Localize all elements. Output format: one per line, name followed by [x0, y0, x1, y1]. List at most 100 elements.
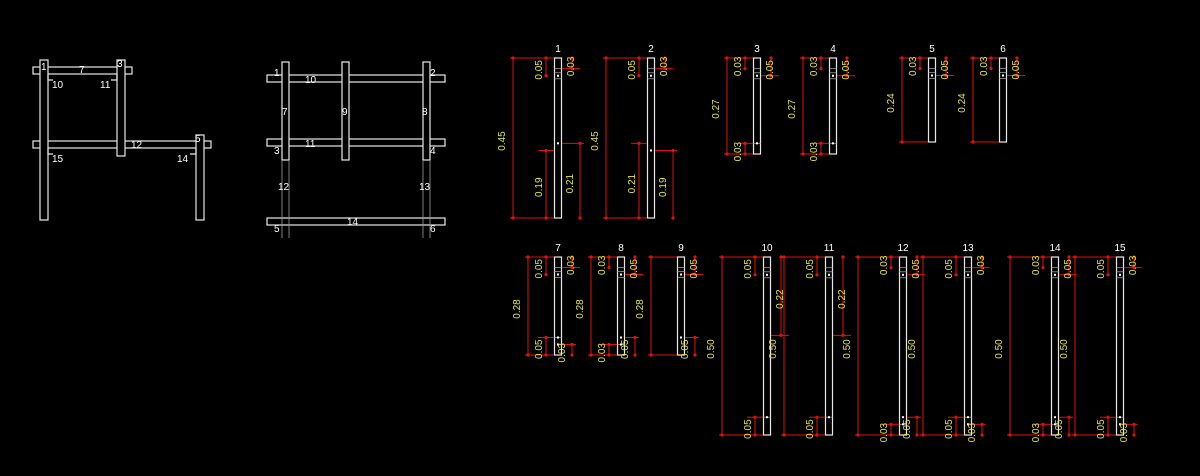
part-4-dim-right-top-tick: [845, 56, 849, 60]
part-8-hole: [620, 273, 622, 276]
part-12-dim-right-bottom-tick: [915, 415, 919, 419]
part-5-length-dim-tick: [900, 140, 904, 144]
part-7-dim-right-bottom-text: 0.03: [557, 343, 568, 363]
part-11-length-dim-text: 0.50: [768, 339, 779, 359]
part-13-number: 13: [962, 243, 974, 254]
part-7-length-dim-tick: [526, 353, 530, 357]
part-6-length-dim-tick: [971, 56, 975, 60]
part-5-length-dim-tick: [900, 56, 904, 60]
part-14-bar: [1050, 256, 1060, 436]
part-12-length-dim-tick: [856, 433, 860, 437]
part-5-length-dim-text: 0.24: [886, 93, 897, 113]
front-label: 13: [419, 182, 431, 193]
part-3-dim-left-top-tick: [743, 56, 747, 60]
part-2-dim-left-top-tick: [637, 74, 641, 78]
part-3-bar: [752, 57, 762, 155]
part-13-dim-left-top-text: 0.05: [944, 259, 955, 279]
part-5-hole: [931, 74, 933, 77]
part-4-hole: [832, 142, 834, 145]
part-8-dim-left-bottom-tick: [607, 342, 611, 347]
front-label: 9: [342, 107, 348, 118]
part-1-dim-left-bottom-tick: [544, 148, 548, 153]
part-7-dim-left-top-text: 0.05: [534, 259, 545, 279]
part-6-dim-right-top-text: 0.05: [1011, 60, 1022, 80]
part-10-dim-left-top-text: 0.05: [743, 259, 754, 279]
part-11-dim-left-top-text: 0.05: [805, 259, 816, 279]
part-4-length-dim-tick: [801, 56, 805, 60]
part-13-hole: [967, 423, 969, 426]
part-11-dim-left-bottom-tick: [815, 433, 819, 437]
part-12-number: 12: [897, 243, 909, 254]
part-1-dim-right-bottom-tick: [578, 216, 582, 220]
part-13-length-dim-text: 0.50: [907, 339, 918, 359]
part-13-hole: [967, 273, 969, 276]
part-5-dim-left-top-tick: [918, 56, 922, 60]
front-label: 7: [282, 107, 288, 118]
part-1-number: 1: [555, 44, 561, 55]
part-2-hole: [650, 149, 652, 152]
part-12-bar: [898, 256, 908, 436]
part-11-dim-right-top-text: 0.22: [837, 289, 848, 309]
part-8-hole: [620, 336, 622, 339]
part-1-dim-right-bottom-text: 0.21: [565, 173, 576, 193]
side-label: 7: [79, 65, 85, 76]
part-13-dim-right-bottom-text: 0.03: [967, 422, 978, 442]
part-15-dim-right-bottom-tick: [1132, 422, 1136, 426]
part-4-dim-left-top-text: 0.03: [809, 56, 820, 76]
front-leg-13: [422, 160, 431, 238]
side-post-3: [116, 59, 126, 157]
part-10-hole: [766, 416, 768, 419]
front-label: 12: [278, 182, 290, 193]
part-4-dim-left-top-tick: [819, 67, 823, 71]
part-11-length-dim-tick: [782, 433, 786, 437]
part-8-dim-left-top-tick: [607, 255, 611, 259]
part-7-dim-right-top-tick: [570, 265, 574, 270]
part-14-dim-right-bottom-tick: [1067, 415, 1071, 419]
part-2-hole: [650, 74, 652, 77]
part-14-dim-left-top-text: 0.03: [1031, 255, 1042, 275]
part-6-number: 6: [1000, 44, 1006, 55]
part-3-dim-left-top-text: 0.03: [733, 56, 744, 76]
part-7-dim-left-bottom-tick: [544, 335, 548, 340]
part-15-dim-left-top-tick: [1106, 255, 1110, 259]
part-15-dim-right-top-tick: [1132, 266, 1136, 270]
part-6-hole: [1002, 74, 1004, 77]
part-7-dim-right-bottom-tick: [570, 342, 574, 347]
part-8-dim-right-bottom-tick: [633, 335, 637, 340]
part-2-dim-right-top-tick: [663, 67, 667, 71]
part-1-dim-left-top-tick: [544, 74, 548, 78]
part-7-dim-left-top-tick: [544, 255, 548, 259]
part-13-dim-left-top-tick: [954, 255, 958, 259]
part-9-number: 9: [678, 243, 684, 254]
part-13-dim-right-top-tick: [980, 266, 984, 270]
side-label: 5: [195, 134, 201, 145]
part-1-dim-left-top-text: 0.05: [534, 60, 545, 80]
part-9-dim-right-bottom-tick: [693, 335, 697, 340]
part-12-hole: [902, 423, 904, 426]
part-15-dim-left-bottom-text: 0.05: [1096, 419, 1107, 439]
part-7-hole: [557, 273, 559, 276]
part-13-dim-right-top-tick: [980, 255, 984, 259]
part-5-bar: [927, 57, 937, 143]
part-4-hole: [832, 74, 834, 77]
part-7-dim-right-top-tick: [570, 255, 574, 259]
part-9-dim-right-top-tick: [693, 272, 697, 277]
part-5-dim-right-top-tick: [944, 73, 948, 78]
part-14-number: 14: [1049, 243, 1061, 254]
part-6-dim-left-top-text: 0.03: [979, 56, 990, 76]
part-3-dim-right-top-tick: [769, 56, 773, 60]
part-2-dim-left-top-tick: [637, 56, 641, 60]
part-4-bar: [828, 57, 838, 155]
side-label: 3: [117, 59, 123, 70]
part-5-dim-left-top-text: 0.03: [908, 56, 919, 76]
part-1-dim-right-top-tick: [570, 56, 574, 60]
part-14-length-dim-tick: [1008, 255, 1012, 259]
part-14-length-dim-text: 0.50: [994, 339, 1005, 359]
part-11-dim-left-bottom-text: 0.05: [805, 419, 816, 439]
part-7-length-dim-tick: [526, 255, 530, 259]
part-1-hole: [557, 74, 559, 77]
part-5-number: 5: [929, 44, 935, 55]
part-8-length-dim-text: 0.28: [575, 299, 586, 319]
part-3-dim-left-top-tick: [743, 67, 747, 71]
